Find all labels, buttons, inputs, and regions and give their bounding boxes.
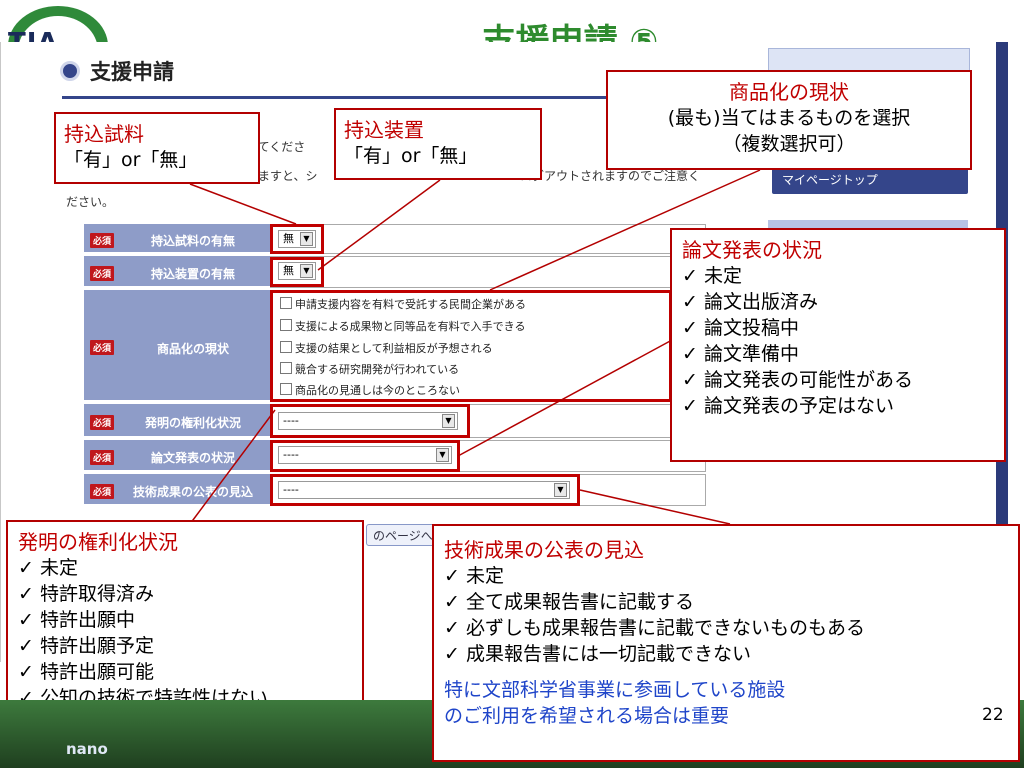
select-value: 無	[283, 264, 294, 277]
heading-underline	[62, 96, 762, 99]
checkbox[interactable]	[280, 319, 292, 331]
checkbox[interactable]	[280, 297, 292, 309]
callout-item: ✓ 論文発表の可能性がある	[682, 369, 913, 391]
form-label-patent: 必須 発明の権利化状況	[84, 404, 270, 438]
sample-select[interactable]: 無▼	[278, 230, 316, 248]
callout-note: のご利用を希望される場合は重要	[444, 705, 730, 727]
form-cell	[270, 256, 706, 288]
intro-text: してくださ	[246, 140, 306, 154]
page-number: 22	[982, 705, 1004, 725]
paper-select[interactable]: ---- ▼	[278, 446, 452, 464]
callout-title: 商品化の現状	[729, 80, 849, 104]
checkbox[interactable]	[280, 383, 292, 395]
form-label-commercial: 必須 商品化の現状	[84, 290, 270, 402]
highlight-device	[270, 257, 324, 287]
callout-text: （複数選択可）	[722, 133, 856, 155]
form-label-sample: 必須 持込試料の有無	[84, 224, 270, 254]
dropdown-arrow-icon: ▼	[300, 264, 313, 278]
callout-item: ✓ 論文発表の予定はない	[682, 395, 894, 417]
publication-select[interactable]: ---- ▼	[278, 481, 570, 499]
callout-text: 「有」or「無」	[344, 145, 478, 167]
callout-item: ✓ 未定	[444, 565, 504, 587]
commercial-option[interactable]: 支援による成果物と同等品を有料で入手できる	[280, 318, 525, 334]
callout-commercial: 商品化の現状 (最も)当てはまるものを選択 （複数選択可）	[606, 70, 972, 170]
dropdown-arrow-icon: ▼	[554, 483, 567, 497]
form-label-text: 技術成果の公表の見込	[132, 485, 253, 499]
callout-title: 技術成果の公表の見込	[444, 538, 644, 562]
callout-sample: 持込試料 「有」or「無」	[54, 112, 260, 184]
callout-item: ✓ 特許出願予定	[18, 635, 154, 657]
callout-item: ✓ 成果報告書には一切記載できない	[444, 643, 751, 665]
callout-item: ✓ 論文準備中	[682, 343, 799, 365]
select-value: 無	[283, 232, 294, 245]
select-value: ----	[283, 483, 299, 496]
heading-bullet-icon	[60, 61, 80, 81]
device-select[interactable]: 無▼	[278, 262, 316, 280]
side-menu-mypage-link[interactable]: マイページトップ	[772, 166, 968, 194]
required-badge: 必須	[90, 415, 115, 430]
highlight-patent	[270, 404, 470, 438]
callout-item: ✓ 特許出願可能	[18, 661, 154, 683]
select-value: ----	[283, 414, 299, 427]
callout-paper: 論文発表の状況 ✓ 未定 ✓ 論文出版済み ✓ 論文投稿中 ✓ 論文準備中 ✓ …	[670, 228, 1006, 462]
required-badge: 必須	[90, 266, 115, 281]
callout-publication: 技術成果の公表の見込 ✓ 未定 ✓ 全て成果報告書に記載する ✓ 必ずしも成果報…	[432, 524, 1020, 762]
callout-title: 持込装置	[344, 118, 424, 142]
previous-page-button[interactable]: のページへ	[366, 524, 450, 546]
form-label-text: 商品化の現状	[156, 342, 229, 356]
checkbox[interactable]	[280, 341, 292, 353]
intro-text: ださい。	[66, 195, 115, 209]
required-badge: 必須	[90, 233, 115, 248]
form-label-paper: 必須 論文発表の状況	[84, 440, 270, 472]
highlight-sample	[270, 224, 324, 254]
required-badge: 必須	[90, 484, 115, 499]
page-heading: 支援申請	[90, 60, 174, 84]
required-badge: 必須	[90, 450, 115, 465]
callout-title: 持込試料	[64, 122, 144, 146]
callout-item: ✓ 特許取得済み	[18, 583, 154, 605]
footer-brand: nano	[66, 740, 108, 758]
callout-item: ✓ 特許出願中	[18, 609, 135, 631]
commercial-option[interactable]: 申請支援内容を有料で受託する民間企業がある	[280, 296, 526, 312]
form-label-text: 持込装置の有無	[150, 267, 235, 281]
intro-text: いますと、シ	[246, 169, 318, 183]
callout-item: ✓ 全て成果報告書に記載する	[444, 591, 694, 613]
callout-item: ✓ 論文投稿中	[682, 317, 799, 339]
callout-note: 特に文部科学省事業に参画している施設	[444, 679, 786, 701]
callout-device: 持込装置 「有」or「無」	[334, 108, 542, 180]
highlight-publication	[270, 474, 580, 506]
form-label-device: 必須 持込装置の有無	[84, 256, 270, 288]
dropdown-arrow-icon: ▼	[442, 414, 455, 428]
form-cell	[270, 224, 706, 254]
select-value: ----	[283, 448, 299, 461]
callout-text: 「有」or「無」	[64, 149, 198, 171]
dropdown-arrow-icon: ▼	[300, 232, 313, 246]
callout-item: ✓ 必ずしも成果報告書に記載できないものもある	[444, 617, 865, 639]
commercial-option[interactable]: 競合する研究開発が行われている	[280, 361, 459, 377]
patent-select[interactable]: ---- ▼	[278, 412, 458, 430]
form-label-publication: 必須 技術成果の公表の見込	[84, 474, 270, 506]
commercial-option[interactable]: 商品化の見通しは今のところない	[280, 382, 460, 398]
callout-text: (最も)当てはまるものを選択	[667, 107, 911, 129]
callout-title: 論文発表の状況	[682, 238, 822, 262]
form-label-text: 持込試料の有無	[150, 234, 235, 248]
required-badge: 必須	[90, 340, 115, 355]
commercial-option[interactable]: 支援の結果として利益相反が予想される	[280, 340, 493, 356]
logo	[0, 0, 120, 45]
callout-item: ✓ 未定	[18, 557, 78, 579]
callout-item: ✓ 未定	[682, 265, 742, 287]
form-label-text: 論文発表の状況	[150, 451, 235, 465]
checkbox[interactable]	[280, 362, 292, 374]
callout-title: 発明の権利化状況	[18, 530, 178, 554]
intro-text: ログアウトされますのでご注意く	[520, 169, 701, 183]
dropdown-arrow-icon: ▼	[436, 448, 449, 462]
callout-item: ✓ 論文出版済み	[682, 291, 818, 313]
form-label-text: 発明の権利化状況	[144, 416, 241, 430]
